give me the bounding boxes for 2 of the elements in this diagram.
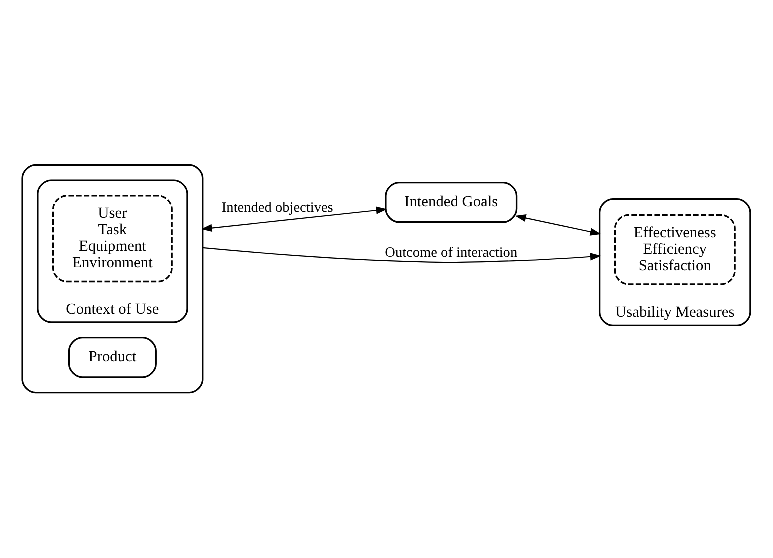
edge-label: Outcome of interaction xyxy=(385,244,518,261)
edge-label: Intended objectives xyxy=(222,200,334,216)
